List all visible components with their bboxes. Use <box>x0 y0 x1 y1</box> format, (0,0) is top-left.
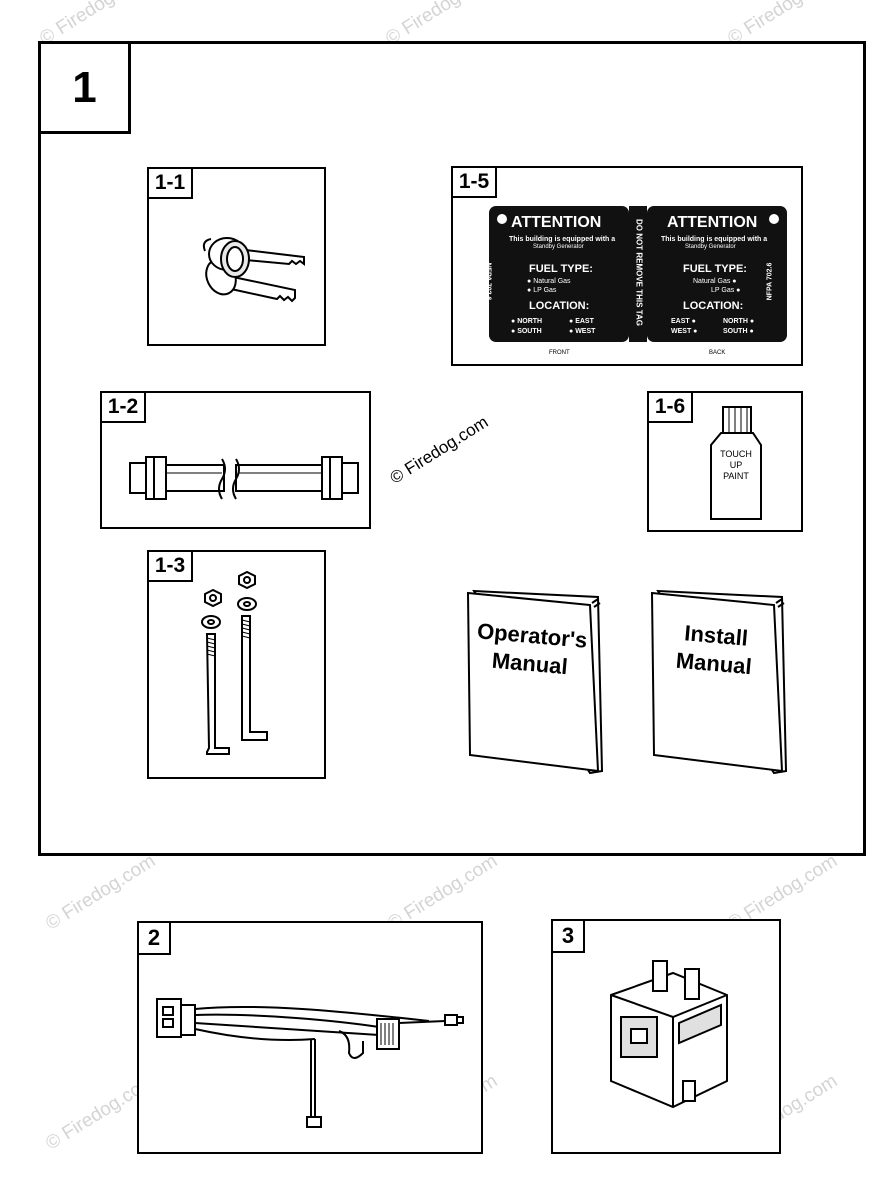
tag-front: ATTENTION This building is equipped with… <box>484 206 629 342</box>
tag-hole-icon <box>769 214 779 224</box>
paint-bottle-illustration <box>710 406 762 520</box>
install-manual-illustration <box>650 589 788 775</box>
location-label: SOUTH <box>723 328 748 335</box>
tag-divider-text: DO NOT REMOVE THIS TAG <box>634 219 644 326</box>
location-label: EAST <box>575 318 594 325</box>
tag-back-fuel-option: LP Gas ● <box>711 287 741 294</box>
tag-back-fuel-heading: FUEL TYPE: <box>683 263 747 275</box>
item-paint-label: 1-6 <box>647 391 693 423</box>
harness-label: 2 <box>137 921 171 955</box>
location-label: SOUTH <box>517 328 542 335</box>
location-label: WEST <box>671 328 692 335</box>
location-label: WEST <box>575 328 596 335</box>
tag-back-caption: BACK <box>709 350 726 356</box>
fuel-option-label: Natural Gas <box>533 278 571 285</box>
tag-back-fuel-option: Natural Gas ● <box>693 278 737 285</box>
location-label: NORTH <box>723 318 748 325</box>
relay-label: 3 <box>551 919 585 953</box>
tag-front-caption: FRONT <box>549 350 570 356</box>
tag-back-location: WEST ● <box>671 328 698 335</box>
location-label: NORTH <box>517 318 543 325</box>
operators-manual-illustration <box>466 589 604 775</box>
tag-front-fuel-option: ● LP Gas <box>527 287 557 294</box>
paint-text-line: TOUCH <box>720 449 752 459</box>
tag-front-location: ● SOUTH <box>511 328 542 335</box>
item-tags-label: 1-5 <box>451 166 497 198</box>
tag-front-location: ● NORTH <box>511 318 543 325</box>
item-hose-label: 1-2 <box>100 391 146 423</box>
item-hardware-panel: 1-3 <box>147 550 326 779</box>
paint-text-line: UP <box>729 460 743 470</box>
tag-front-location-heading: LOCATION: <box>529 300 590 312</box>
relay-panel: 3 <box>551 919 781 1154</box>
tag-back-line1: This building is equipped with a <box>661 236 768 243</box>
tag-divider <box>629 206 647 342</box>
tag-back-side-code: NFPA 702.6 <box>766 262 774 301</box>
tag-back-line2: Standby Generator <box>685 244 736 250</box>
tag-hole-icon <box>497 214 507 224</box>
tag-front-location: ● WEST <box>569 328 596 335</box>
install-manual-title: Install Manual <box>654 617 776 683</box>
tag-front-fuel-heading: FUEL TYPE: <box>529 263 593 275</box>
hose-illustration <box>129 456 359 500</box>
tag-back: ATTENTION This building is equipped with… <box>647 206 787 342</box>
item-tags-panel: 1-5 ATTENTION This building is equipped … <box>451 166 803 366</box>
tag-back-location: SOUTH ● <box>723 328 754 335</box>
relay-illustration <box>610 960 728 1109</box>
tag-back-heading: ATTENTION <box>667 214 758 231</box>
fuel-option-label: LP Gas <box>711 287 735 294</box>
tag-front-heading: ATTENTION <box>511 214 602 231</box>
tag-front-side-code: NFPA 702.6 <box>484 262 492 301</box>
operators-manual-title: Operator's Manual <box>470 617 592 683</box>
tag-back-location: EAST ● <box>671 318 696 325</box>
tag-front-line2: Standby Generator <box>533 244 584 250</box>
tag-front-line1: This building is equipped with a <box>509 236 616 243</box>
keys-illustration <box>202 237 305 303</box>
item-hose-panel: 1-2 <box>100 391 371 529</box>
tag-front-fuel-option: ● Natural Gas <box>527 278 571 285</box>
location-label: EAST <box>671 318 690 325</box>
item-hardware-label: 1-3 <box>147 550 193 582</box>
hardware-illustration <box>201 570 268 755</box>
wire-harness-illustration <box>156 998 464 1128</box>
item-paint-panel: 1-6 TOUCH UP PAINT <box>647 391 803 532</box>
paint-text-line: PAINT <box>723 471 749 481</box>
fuel-option-label: Natural Gas <box>693 278 731 285</box>
main-panel-label: 1 <box>38 41 131 134</box>
tag-back-location-heading: LOCATION: <box>683 300 744 312</box>
fuel-option-label: LP Gas <box>533 287 557 294</box>
tag-back-location: NORTH ● <box>723 318 755 325</box>
tag-front-location: ● EAST <box>569 318 594 325</box>
paint-label-text: TOUCH UP PAINT <box>710 449 762 482</box>
harness-panel: 2 <box>137 921 483 1154</box>
item-keys-label: 1-1 <box>147 167 193 199</box>
item-keys-panel: 1-1 <box>147 167 326 346</box>
